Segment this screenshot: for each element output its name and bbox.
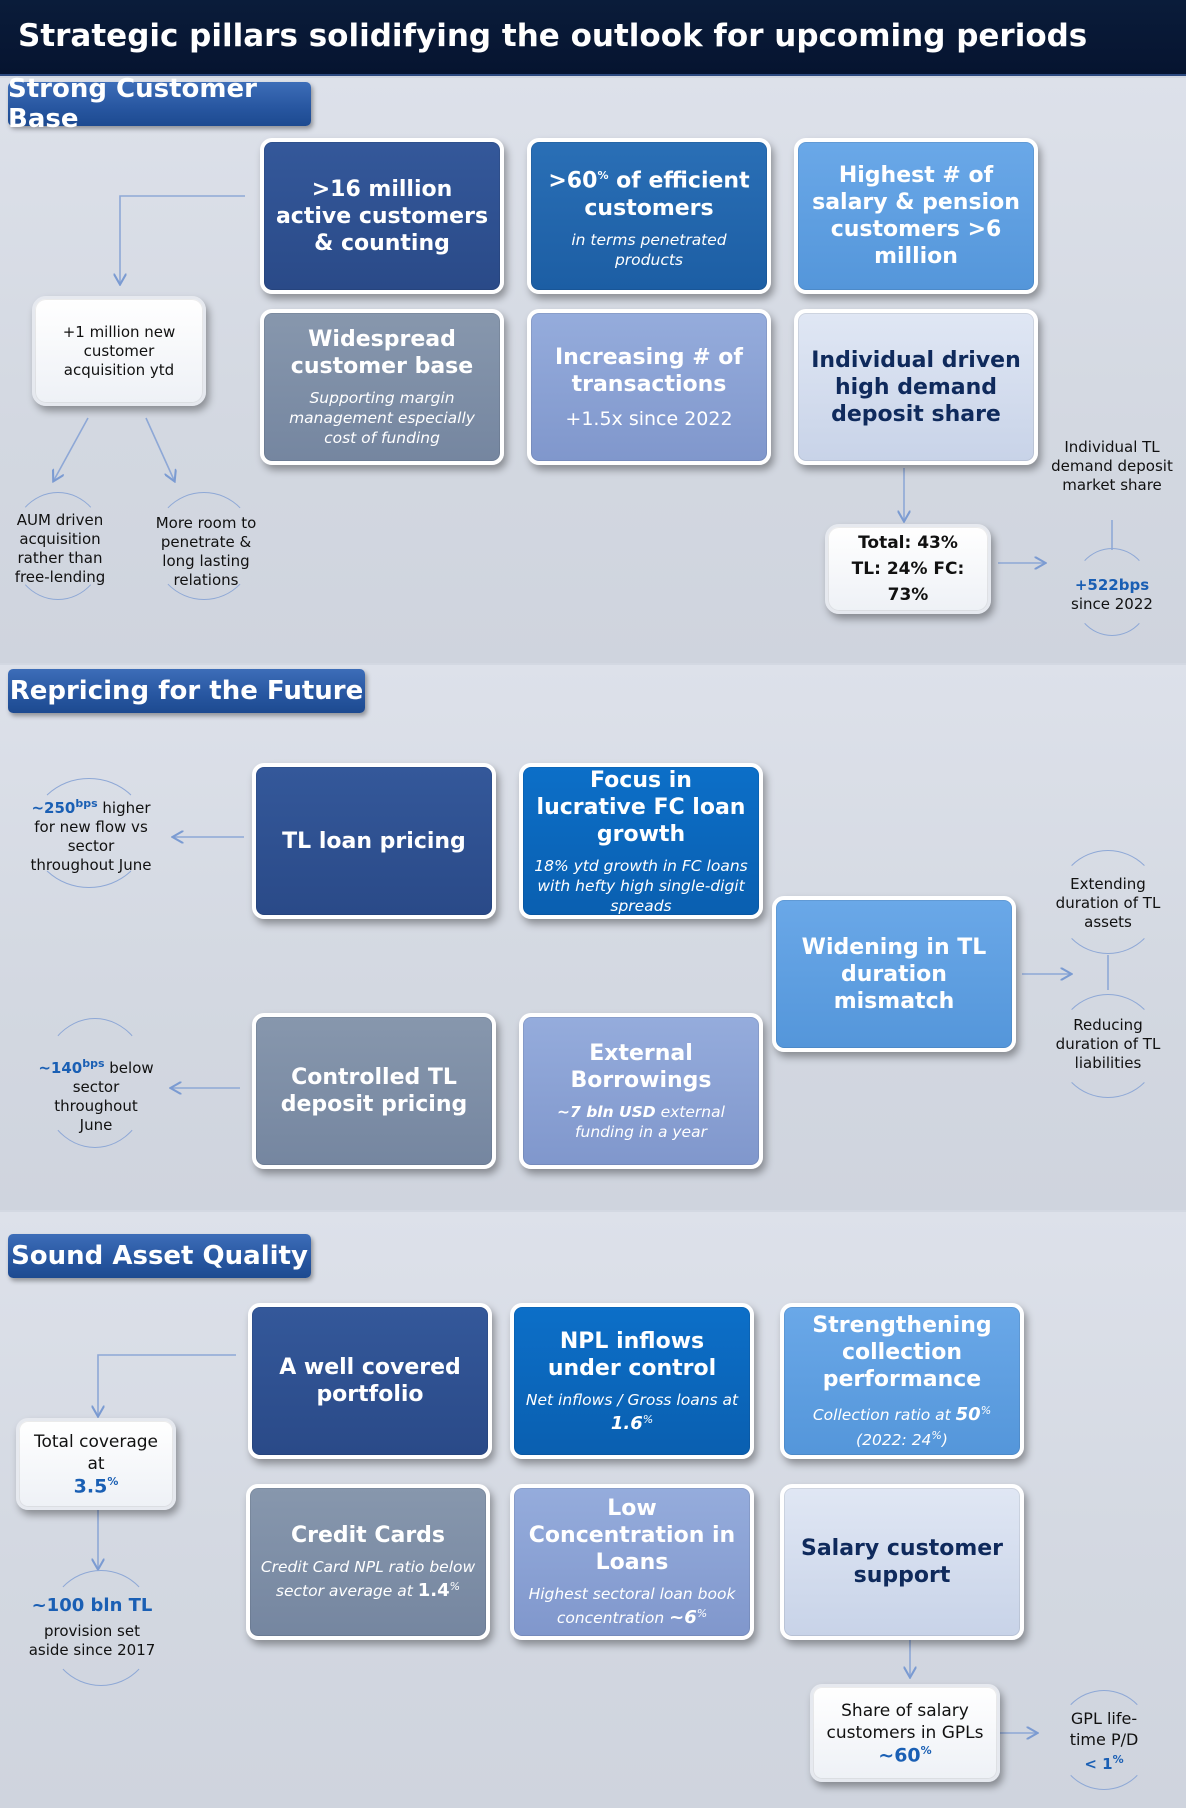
card-tl-loan-pricing: TL loan pricing xyxy=(252,763,496,919)
card-low-concentration: Low Concentration in Loans Highest secto… xyxy=(510,1484,754,1640)
card-credit-cards: Credit Cards Credit Card NPL ratio below… xyxy=(246,1484,490,1640)
card-subtitle: Net inflows / Gross loans at 1.6% xyxy=(525,1390,739,1435)
card-salary-support: Salary customer support xyxy=(780,1484,1024,1640)
card-subtitle: Credit Card NPL ratio below sector avera… xyxy=(260,1558,476,1602)
card-title: Individual driven high demand deposit sh… xyxy=(811,347,1021,427)
note-140bps: ~140bps below sector throughout June xyxy=(38,1057,154,1134)
title-bar: Strategic pillars solidifying the outloo… xyxy=(0,0,1186,76)
card-title: Credit Cards xyxy=(290,1523,446,1549)
card-title: Increasing # of transactions xyxy=(555,345,743,397)
box-gpl-share: Share of salary customers in GPLs ~60% xyxy=(810,1684,1000,1782)
card-active-customers: >16 million active customers & counting xyxy=(260,138,504,294)
arc-gpl xyxy=(1056,1690,1152,1790)
card-widespread-base: Widespread customer base Supporting marg… xyxy=(260,309,504,465)
arc-aum xyxy=(10,492,106,600)
arc-extending xyxy=(1056,850,1160,954)
note-aum-driven: AUM driven acquisition rather than free-… xyxy=(14,511,106,586)
provision-text: provision set aside since 2017 xyxy=(28,1622,156,1659)
card-title: External Borrowings xyxy=(570,1041,712,1093)
coverage-value: 3.5% xyxy=(73,1474,119,1498)
arc-reducing xyxy=(1056,994,1160,1098)
card-subtitle: ~7 bln USD external funding in a year xyxy=(557,1103,725,1141)
card-transactions: Increasing # of transactions +1.5x since… xyxy=(527,309,771,465)
card-title: Salary customer support xyxy=(800,1536,1004,1588)
note-gpl: GPL life-time P/D < 1% xyxy=(1056,1708,1152,1774)
card-subtitle: Highest sectoral loan book concentration… xyxy=(528,1585,736,1629)
card-title: >16 million active customers & counting xyxy=(275,176,489,256)
card-title: Widening in TL duration mismatch xyxy=(801,934,987,1014)
card-external-borrowings: External Borrowings ~7 bln USD external … xyxy=(519,1013,763,1169)
card-title: A well covered portfolio xyxy=(279,1355,461,1407)
gpl-share-value: ~60% xyxy=(878,1743,932,1767)
bps-since: since 2022 xyxy=(1071,595,1153,613)
share-total: Total: 43% xyxy=(858,533,958,553)
note-250bps: ~250bps higher for new flow vs sector th… xyxy=(30,797,152,874)
card-title: Controlled TL deposit pricing xyxy=(280,1065,468,1117)
note-extending: Extending duration of TL assets xyxy=(1055,875,1161,931)
box-deposit-share: Total: 43% TL: 24% FC: 73% xyxy=(825,524,991,614)
card-subtitle: Supporting margin management especially … xyxy=(289,389,475,447)
arc-room xyxy=(152,492,256,600)
tab-strong-customer-base: Strong Customer Base xyxy=(8,74,311,134)
card-salary-pension: Highest # of salary & pension customers … xyxy=(794,138,1038,294)
card-title: Highest # of salary & pension customers … xyxy=(812,163,1020,269)
gpl-share-label: Share of salary customers in GPLs xyxy=(826,1700,984,1743)
card-title: TL loan pricing xyxy=(282,828,466,854)
card-subtitle: in terms penetrated products xyxy=(571,230,727,269)
box-text: +1 million new customer acquisition ytd xyxy=(62,322,176,379)
tab-repricing: Repricing for the Future xyxy=(8,669,365,713)
box-customer-acquisition: +1 million new customer acquisition ytd xyxy=(32,296,206,406)
gpl-pd-value: < 1% xyxy=(1084,1753,1124,1773)
card-title: Focus in lucrative FC loan growth xyxy=(536,767,746,847)
tab-asset-quality: Sound Asset Quality xyxy=(8,1234,311,1278)
page-title: Strategic pillars solidifying the outloo… xyxy=(18,18,1088,54)
card-npl-inflows: NPL inflows under control Net inflows / … xyxy=(510,1303,754,1459)
arc-below xyxy=(40,1018,150,1148)
box-total-coverage: Total coverage at 3.5% xyxy=(16,1418,176,1510)
arc-provision xyxy=(46,1570,156,1686)
provision-value: ~100 bln TL xyxy=(31,1595,153,1616)
arc-bps xyxy=(1072,548,1152,636)
card-subtitle: +1.5x since 2022 xyxy=(565,408,733,430)
share-split: TL: 24% FC: 73% xyxy=(851,559,965,605)
card-efficient-customers: >60% of efficient customers in terms pen… xyxy=(527,138,771,294)
card-collection: Strengthening collection performance Col… xyxy=(780,1303,1024,1459)
note-tl-market-share: Individual TL demand deposit market shar… xyxy=(1051,438,1173,494)
card-tl-deposit-pricing: Controlled TL deposit pricing xyxy=(252,1013,496,1169)
note-reducing: Reducing duration of TL liabilities xyxy=(1055,1016,1161,1072)
note-bps: +522bps since 2022 xyxy=(1062,576,1162,614)
arc-higher xyxy=(30,778,148,888)
card-title: >60% of efficient customers xyxy=(548,168,750,221)
coverage-label: Total coverage at xyxy=(33,1431,159,1474)
gpl-pd-label: GPL life-time P/D xyxy=(1069,1709,1139,1749)
card-subtitle: 18% ytd growth in FC loans with hefty hi… xyxy=(534,856,748,915)
bps-value: +522bps xyxy=(1074,576,1150,594)
card-duration-mismatch: Widening in TL duration mismatch xyxy=(772,896,1016,1052)
note-more-room: More room to penetrate & long lasting re… xyxy=(155,514,257,589)
note-provision: ~100 bln TL provision set aside since 20… xyxy=(24,1594,160,1660)
card-title: NPL inflows under control xyxy=(547,1328,717,1381)
card-title: Widespread customer base xyxy=(290,327,474,379)
card-subtitle: Collection ratio at 50%(2022: 24%) xyxy=(812,1404,992,1449)
card-covered-portfolio: A well covered portfolio xyxy=(248,1303,492,1459)
card-title: Low Concentration in Loans xyxy=(528,1496,736,1576)
card-title: Strengthening collection performance xyxy=(812,1313,992,1393)
card-fc-loan-growth: Focus in lucrative FC loan growth 18% yt… xyxy=(519,763,763,919)
card-demand-deposit: Individual driven high demand deposit sh… xyxy=(794,309,1038,465)
